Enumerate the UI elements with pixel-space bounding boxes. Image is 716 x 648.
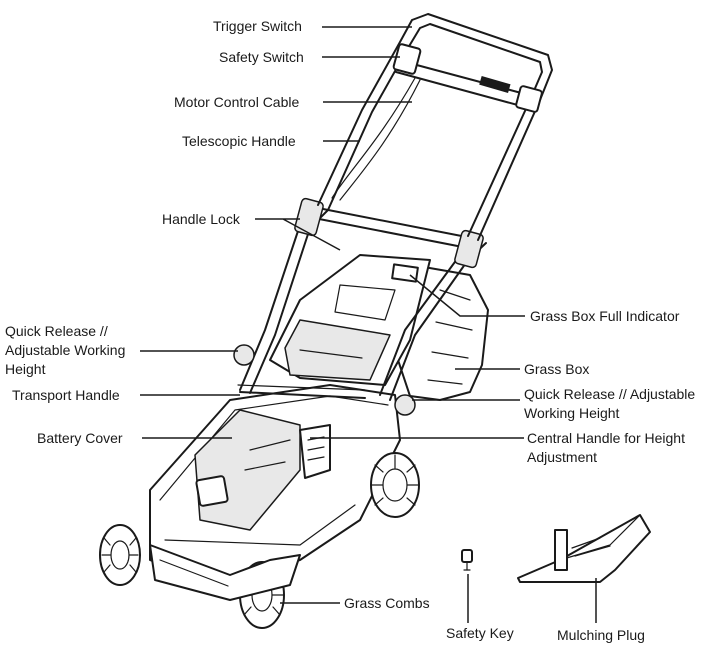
label-telescopic-handle: Telescopic Handle [182,133,296,149]
label-central-handle-line-2: Adjustment [527,449,598,465]
label-handle-lock: Handle Lock [162,211,240,227]
label-battery-cover: Battery Cover [37,430,123,446]
label-central-handle-line-1: Central Handle for Height [527,430,685,446]
label-mulching-plug: Mulching Plug [557,627,645,643]
label-central-handle: Central Handle for Height Adjustment [527,429,685,467]
safety-switch-block [392,43,422,75]
label-trigger-switch: Trigger Switch [213,18,302,34]
label-grass-combs: Grass Combs [344,595,430,611]
label-safety-switch: Safety Switch [219,49,304,65]
label-quick-release-left-line-2: Adjustable Working [5,342,126,358]
front-left-wheel [99,524,141,586]
mulching-plug-illustration [517,514,651,583]
label-quick-release-right-line-1: Quick Release // Adjustable [524,386,696,402]
quick-release-right-knob [394,394,416,416]
label-motor-control-cable: Motor Control Cable [174,94,300,110]
quick-release-left-knob [233,344,255,366]
handle-lock-right [454,229,484,269]
label-grass-box: Grass Box [524,361,590,377]
central-handle-shape [299,424,331,479]
label-quick-release-right: Quick Release // Adjustable Working Heig… [524,385,695,423]
label-quick-release-left-line-3: Height [5,361,46,377]
label-quick-release-left: Quick Release // Adjustable Working Heig… [5,322,125,379]
rear-wheel [370,452,420,518]
label-transport-handle: Transport Handle [12,387,120,403]
label-safety-key: Safety Key [446,625,514,641]
handle-lock-left [294,197,324,237]
label-quick-release-left-line-1: Quick Release // [5,323,108,339]
label-quick-release-right-line-2: Working Height [524,405,620,421]
label-grass-box-full-indicator: Grass Box Full Indicator [530,308,680,324]
safety-key-illustration [461,549,473,571]
